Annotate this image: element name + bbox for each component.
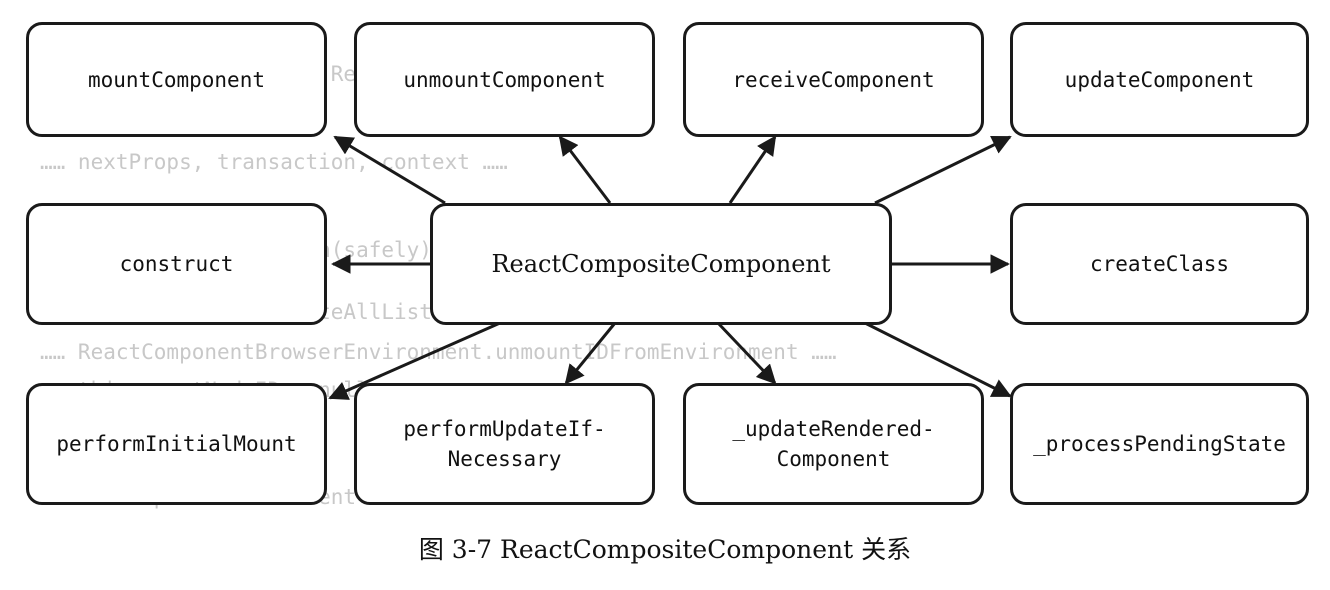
update-component-node: updateComponent <box>1010 22 1309 137</box>
unmount-component-label: unmountComponent <box>403 67 606 92</box>
arrow-to-update-rendered-component <box>716 321 777 385</box>
arrow-to-unmount-component <box>558 135 612 204</box>
create-class-label: createClass <box>1089 252 1230 276</box>
process-pending-state-label: _processPendingState <box>1033 432 1286 456</box>
perform-update-if-necessary-node: performUpdateIf- Necessary <box>354 383 655 505</box>
mount-component-node: mountComponent <box>26 22 327 137</box>
unmount-component-node: unmountComponent <box>354 22 655 137</box>
arrow-to-mount-component <box>333 135 446 205</box>
mount-component-label: mountComponent <box>87 67 265 92</box>
arrow-to-receive-component <box>728 135 777 204</box>
process-pending-state-node: _processPendingState <box>1010 383 1309 505</box>
update-rendered-component-label: _updateRendered- Component <box>732 417 935 471</box>
arrow-to-perform-update-if-necessary <box>564 322 617 385</box>
construct-node: construct <box>26 203 327 325</box>
receive-component-label: receiveComponent <box>732 67 935 92</box>
figure-caption: 图 3-7 ReactCompositeComponent 关系 <box>418 535 912 564</box>
perform-update-if-necessary-label: performUpdateIf- Necessary <box>403 417 606 471</box>
react-composite-component-label: ReactCompositeComponent <box>491 250 831 278</box>
update-component-label: updateComponent <box>1064 67 1255 92</box>
arrow-to-process-pending-state <box>864 321 1012 398</box>
update-rendered-component-node: _updateRendered- Component <box>683 383 984 505</box>
perform-initial-mount-label: performInitialMount <box>56 432 297 456</box>
perform-initial-mount-node: performInitialMount <box>26 383 327 505</box>
create-class-node: createClass <box>1010 203 1309 325</box>
react-composite-component-node: ReactCompositeComponent <box>430 203 892 325</box>
arrow-to-perform-initial-mount <box>328 321 501 400</box>
construct-label: construct <box>119 252 234 276</box>
arrow-to-update-component <box>874 135 1012 205</box>
receive-component-node: receiveComponent <box>683 22 984 137</box>
